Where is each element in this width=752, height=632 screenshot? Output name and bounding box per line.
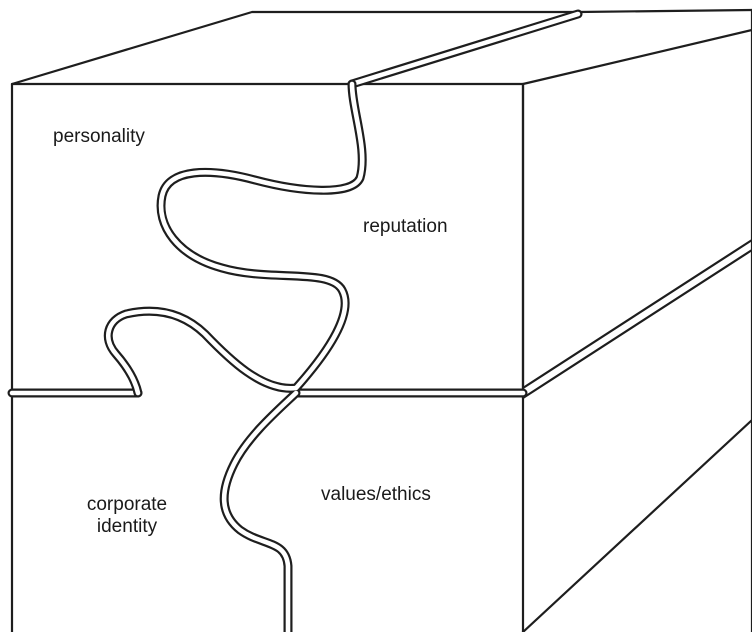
puzzle-seam-gap (105, 81, 365, 632)
label-corporate-identity: corporate identity (86, 494, 168, 537)
top-face-outline (10, 8, 752, 86)
front-face-outline (10, 82, 525, 632)
top-face (12, 12, 752, 84)
label-personality: personality (53, 126, 145, 147)
top-seam-gap (349, 11, 581, 87)
label-values-ethics: values/ethics (321, 484, 431, 505)
right-face-edges (521, 8, 752, 632)
puzzle-seam-line (103, 79, 367, 632)
label-reputation: reputation (363, 216, 448, 237)
